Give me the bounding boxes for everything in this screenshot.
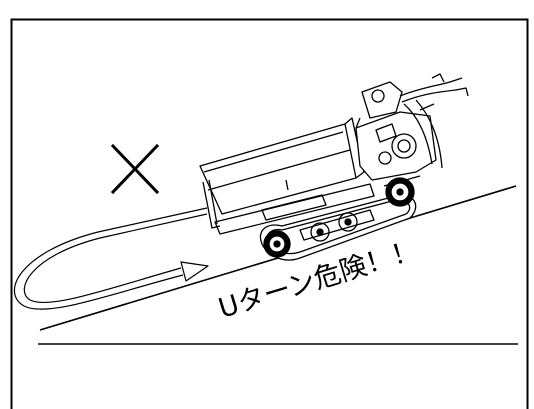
prohibited-x-mark: [110, 143, 160, 195]
u-turn-arrow-icon: [13, 207, 209, 310]
frame-border: [10, 18, 529, 409]
crawler-carrier-illustration: [199, 73, 469, 261]
